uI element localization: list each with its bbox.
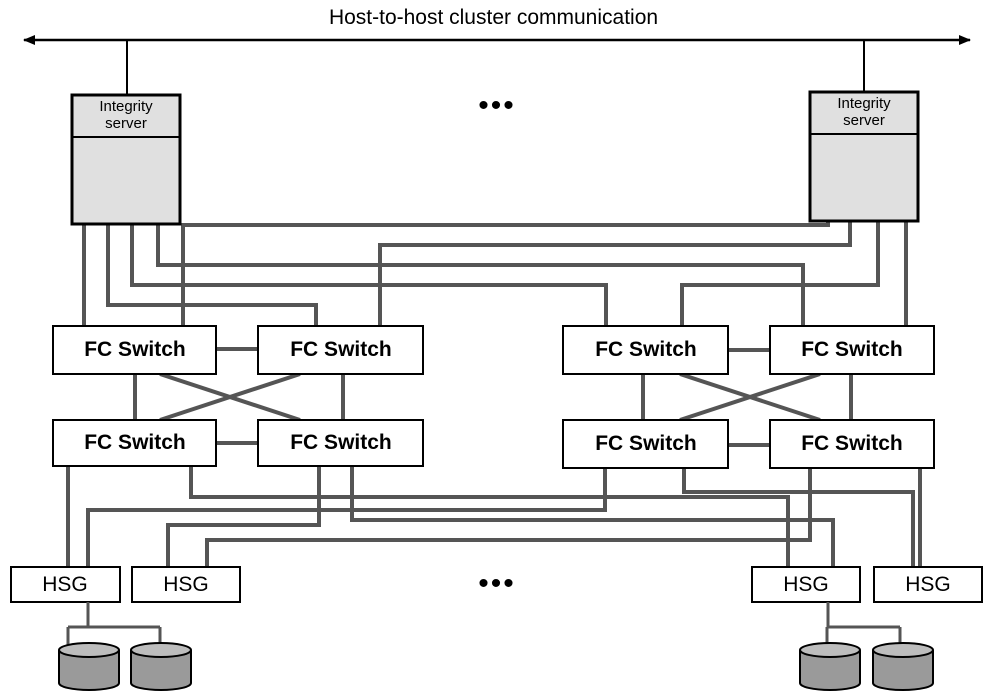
server-box: [808, 90, 920, 223]
hsg-boxes: [10, 566, 983, 603]
ellipsis-controllers: •••: [478, 567, 516, 600]
fc-switch-label: FC Switch: [595, 432, 697, 455]
disk-icon: [872, 642, 934, 691]
fc-switch-label: FC Switch: [84, 338, 186, 361]
switch-boxes: [52, 325, 935, 469]
disk-icon: [799, 642, 861, 691]
server-label: Integrity server: [99, 98, 153, 132]
fc-switch-label: FC Switch: [84, 431, 186, 454]
fc-switch-label: FC Switch: [801, 432, 903, 455]
disk-icon: [130, 642, 192, 691]
server-label: Integrity server: [837, 95, 891, 129]
server-box: [70, 93, 182, 226]
fc-switch-label: FC Switch: [290, 431, 392, 454]
fabric-cables: [66, 218, 922, 567]
hsg-label: HSG: [42, 573, 88, 596]
fc-switch-label: FC Switch: [595, 338, 697, 361]
fc-switch-label: FC Switch: [801, 338, 903, 361]
disk-icon: [58, 642, 120, 691]
fc-switch-label: FC Switch: [290, 338, 392, 361]
disk-links: [66, 602, 902, 645]
diagram-title: Host-to-host cluster communication: [328, 6, 659, 29]
ellipsis-servers: •••: [478, 89, 516, 122]
hsg-label: HSG: [905, 573, 951, 596]
hsg-label: HSG: [783, 573, 829, 596]
hsg-label: HSG: [163, 573, 209, 596]
